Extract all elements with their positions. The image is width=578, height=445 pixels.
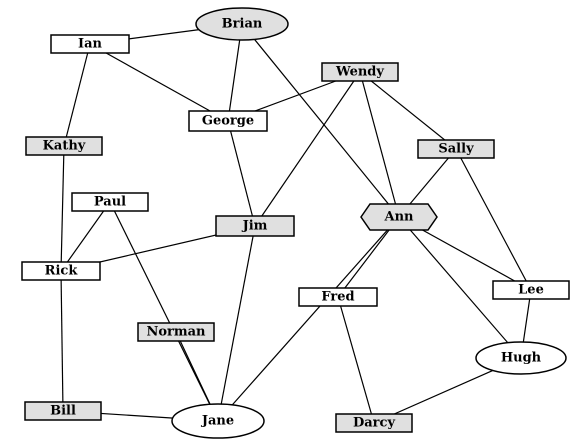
node-shape-brian: [195, 7, 289, 41]
node-norman: Norman: [137, 322, 215, 342]
node-lee: Lee: [492, 280, 570, 300]
node-wendy: Wendy: [321, 62, 399, 82]
node-bill: Bill: [24, 401, 102, 421]
node-label-wendy: Wendy: [335, 65, 384, 80]
node-label-ian: Ian: [78, 37, 103, 52]
node-shape-ann: [360, 203, 438, 231]
node-shape-paul: [71, 192, 149, 212]
edge-ann-hugh: [398, 216, 522, 359]
node-label-jim: Jim: [242, 219, 268, 234]
node-sally: Sally: [417, 139, 495, 159]
edges-layer: [60, 23, 532, 424]
node-shape-darcy: [335, 413, 413, 433]
edge-ian-kathy: [63, 43, 91, 147]
node-shape-norman: [137, 322, 215, 342]
node-label-jane: Jane: [201, 414, 234, 429]
node-shape-ian: [50, 34, 130, 54]
node-brian: Brian: [195, 7, 289, 41]
node-paul: Paul: [71, 192, 149, 212]
edge-rick-bill: [60, 270, 64, 412]
edge-george-jim: [227, 120, 256, 227]
node-rick: Rick: [21, 261, 101, 281]
edge-kathy-rick: [60, 145, 65, 272]
node-shape-kathy: [25, 136, 103, 156]
node-darcy: Darcy: [335, 413, 413, 433]
node-shape-bill: [24, 401, 102, 421]
node-shape-wendy: [321, 62, 399, 82]
node-shape-jim: [215, 215, 295, 237]
node-kathy: Kathy: [25, 136, 103, 156]
edge-paul-rick: [60, 201, 111, 272]
node-label-hugh: Hugh: [501, 351, 542, 366]
node-label-paul: Paul: [94, 195, 126, 210]
node-label-brian: Brian: [222, 17, 263, 32]
node-label-fred: Fred: [321, 290, 354, 305]
edge-ian-george: [89, 43, 229, 122]
node-shape-rick: [21, 261, 101, 281]
node-jane: Jane: [171, 403, 265, 439]
edge-wendy-sally: [359, 71, 457, 150]
node-label-ann: Ann: [384, 210, 415, 225]
node-shape-fred: [298, 287, 378, 307]
edge-wendy-ann: [359, 71, 400, 218]
edge-brian-ann: [241, 23, 400, 218]
node-label-norman: Norman: [146, 325, 206, 340]
node-jim: Jim: [215, 215, 295, 237]
edge-fred-darcy: [337, 296, 375, 424]
node-label-george: George: [202, 114, 254, 129]
edge-paul-jane: [109, 201, 219, 422]
node-ian: Ian: [50, 34, 130, 54]
node-label-rick: Rick: [45, 264, 79, 279]
edge-sally-lee: [455, 148, 532, 291]
node-shape-jane: [171, 403, 265, 439]
edge-jim-jane: [217, 225, 256, 422]
node-label-sally: Sally: [438, 142, 474, 157]
node-label-lee: Lee: [518, 283, 544, 298]
node-shape-sally: [417, 139, 495, 159]
edge-ann-jane: [217, 216, 400, 422]
node-shape-lee: [492, 280, 570, 300]
node-hugh: Hugh: [475, 341, 567, 375]
node-label-bill: Bill: [50, 404, 76, 419]
node-fred: Fred: [298, 287, 378, 307]
node-label-darcy: Darcy: [353, 416, 395, 431]
edge-wendy-jim: [254, 71, 361, 227]
node-shape-george: [188, 110, 268, 132]
node-shape-hugh: [475, 341, 567, 375]
node-ann: Ann: [360, 203, 438, 231]
node-george: George: [188, 110, 268, 132]
node-label-kathy: Kathy: [43, 139, 86, 154]
